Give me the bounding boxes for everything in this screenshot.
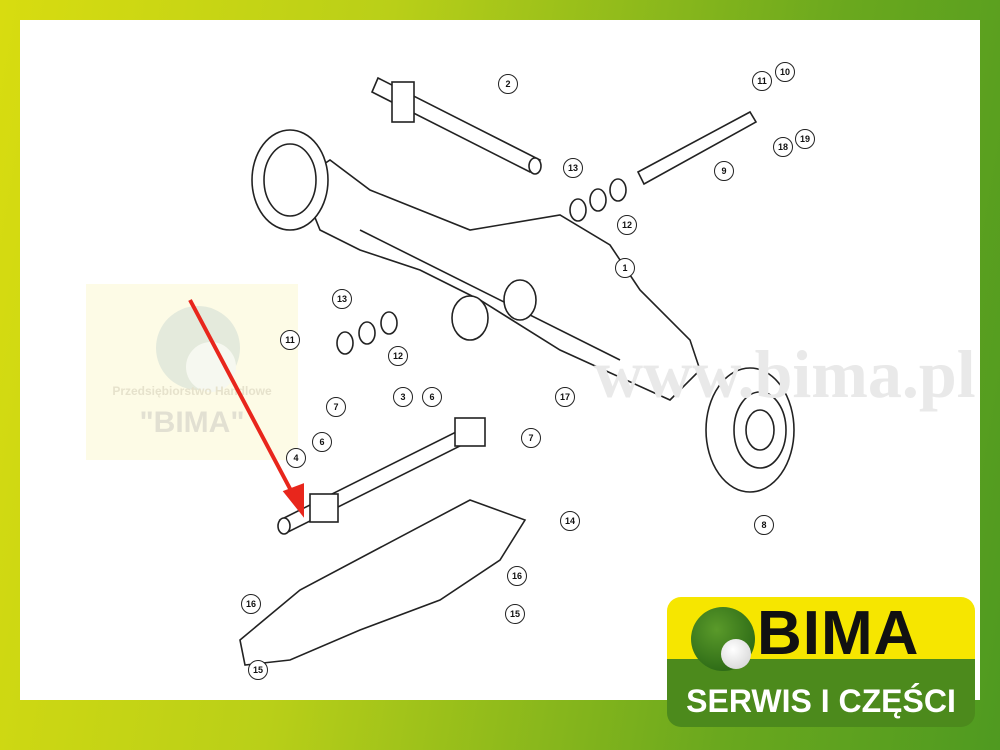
callout-17: 17 — [555, 387, 575, 407]
steering-cylinder — [370, 76, 542, 175]
drive-shaft — [277, 417, 486, 535]
callout-9: 9 — [714, 161, 734, 181]
callout-8: 8 — [754, 515, 774, 535]
washers-top — [336, 178, 627, 355]
axle-housing — [251, 129, 795, 493]
callout-12: 12 — [617, 215, 637, 235]
callout-6: 6 — [422, 387, 442, 407]
callout-2: 2 — [498, 74, 518, 94]
callout-13: 13 — [563, 158, 583, 178]
red-arrow — [188, 299, 304, 518]
callout-18: 18 — [773, 137, 793, 157]
logo-white-ball-icon — [721, 639, 751, 669]
callout-11: 11 — [280, 330, 300, 350]
callout-6: 6 — [312, 432, 332, 452]
callout-19: 19 — [795, 129, 815, 149]
callout-15: 15 — [505, 604, 525, 624]
callout-12: 12 — [388, 346, 408, 366]
callout-3: 3 — [393, 387, 413, 407]
callout-16: 16 — [241, 594, 261, 614]
shaft-guard — [239, 499, 527, 666]
logo-name: BIMA — [757, 599, 920, 668]
callout-7: 7 — [521, 428, 541, 448]
watermark-name: "BIMA" — [139, 406, 245, 439]
bima-logo: BIMA SERWIS I CZĘŚCI — [667, 597, 975, 731]
watermark-company: Przedsiębiorstwo Handlowe — [112, 384, 272, 398]
watermark-logo: Przedsiębiorstwo Handlowe "BIMA" — [86, 284, 298, 460]
callout-16: 16 — [507, 566, 527, 586]
logo-tagline: SERWIS I CZĘŚCI — [686, 683, 956, 719]
callout-10: 10 — [775, 62, 795, 82]
callout-11: 11 — [752, 71, 772, 91]
callout-7: 7 — [326, 397, 346, 417]
pin-shaft — [636, 110, 758, 186]
watermark-url: www.bima.pl — [594, 336, 976, 412]
callout-14: 14 — [560, 511, 580, 531]
callout-13: 13 — [332, 289, 352, 309]
callout-1: 1 — [615, 258, 635, 278]
callout-15: 15 — [248, 660, 268, 680]
callout-4: 4 — [286, 448, 306, 468]
